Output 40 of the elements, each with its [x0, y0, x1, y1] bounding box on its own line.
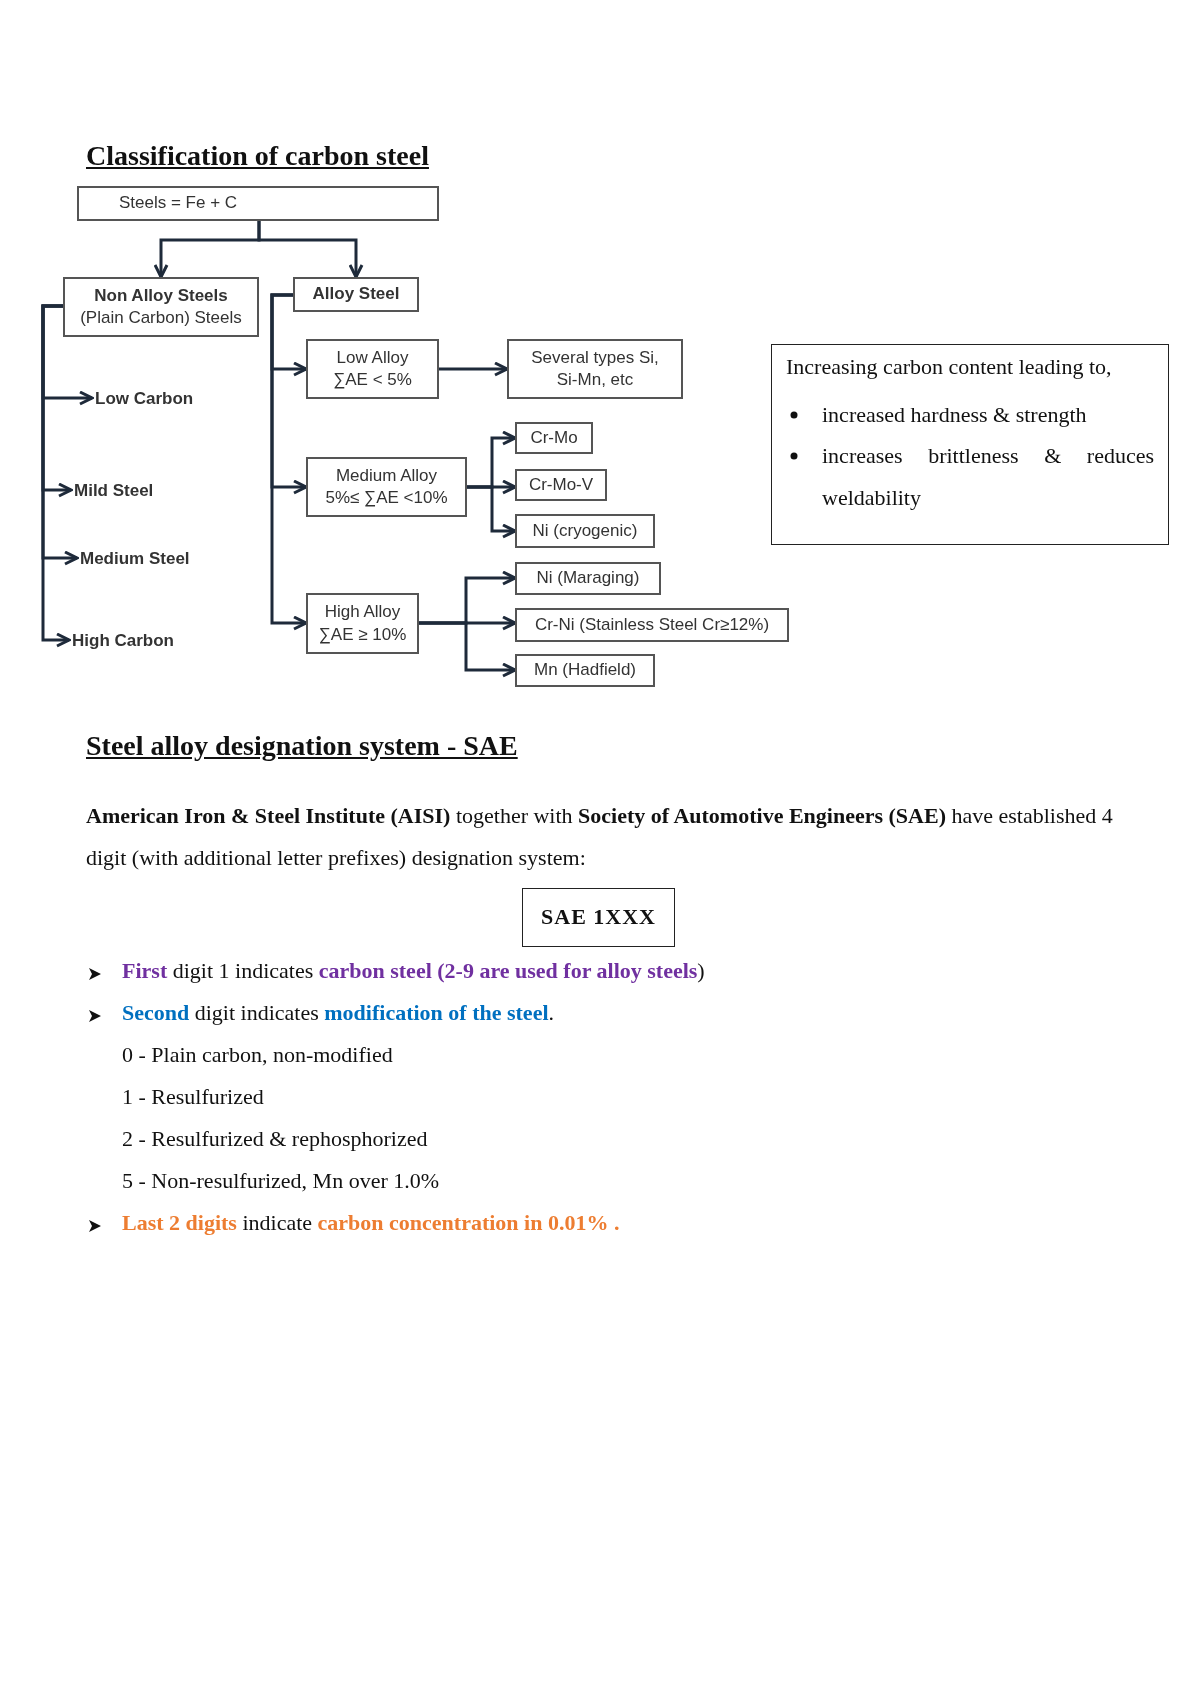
category-box: Ni (Maraging): [515, 562, 661, 595]
category-box: [63, 277, 259, 337]
box-subtext: (Plain Carbon) Steels: [80, 307, 242, 329]
category-box: Mn (Hadfield): [515, 654, 655, 687]
category-label: Low Carbon: [95, 388, 205, 410]
arrow: [419, 621, 517, 678]
list-item: 2 - Resulfurized & rephosphorized: [122, 1126, 428, 1152]
arrow: [270, 293, 308, 631]
category-box: High Alloy ∑AE ≥ 10%: [306, 593, 419, 654]
list-item: 0 - Plain carbon, non-modified: [122, 1042, 393, 1068]
bullet-text: increases brittleness & reduces weldability: [822, 442, 1154, 513]
category-box: Cr-Ni (Stainless Steel Cr≥12%): [515, 608, 789, 642]
list-item: 5 - Non-resulfurized, Mn over 1.0%: [122, 1168, 440, 1194]
category-box: Several types Si, Si-Mn, etc: [507, 339, 683, 399]
category-box: Cr-Mo: [515, 422, 593, 454]
section-heading: Classification of carbon steel: [86, 140, 429, 172]
bullet-text: Second digit indicates modification of the steel.: [122, 1000, 554, 1026]
bullet-text: increased hardness & strength: [822, 400, 1088, 429]
arrow: [41, 304, 71, 648]
category-box: Steels = Fe + C: [77, 186, 439, 221]
category-box: Cr-Mo-V: [515, 469, 607, 501]
section-heading: Steel alloy designation system - SAE: [86, 730, 518, 762]
arrow: [467, 485, 517, 539]
category-box: Ni (cryogenic): [515, 514, 655, 548]
category-box: Medium Alloy 5%≤ ∑AE <10%: [306, 457, 467, 517]
category-label: Mild Steel: [74, 480, 174, 502]
category-label: Medium Steel: [80, 548, 200, 570]
list-item: 1 - Resulfurized: [122, 1084, 264, 1110]
arrow: [257, 221, 364, 279]
bullet-text: First digit 1 indicates carbon steel (2-9 are used for alloy steels): [122, 958, 705, 984]
category-box: Alloy Steel: [293, 277, 419, 312]
note-box: [771, 344, 1169, 545]
note-text: Increasing carbon content leading to,: [786, 353, 1113, 381]
paragraph: American Iron & Steel Institute (AISI) together with Society of Automotive Engineers (SAE) have established 4 digit (with additional letter prefixes) designation system:: [86, 802, 1114, 872]
category-box: Low Alloy ∑AE < 5%: [306, 339, 439, 399]
bullet-text: Last 2 digits indicate carbon concentration in 0.01% .: [122, 1210, 620, 1236]
box-heading: Non Alloy Steels: [94, 284, 228, 307]
arrow: [439, 361, 509, 377]
code-box: SAE 1XXX: [522, 888, 675, 947]
category-label: High Carbon: [72, 630, 182, 652]
